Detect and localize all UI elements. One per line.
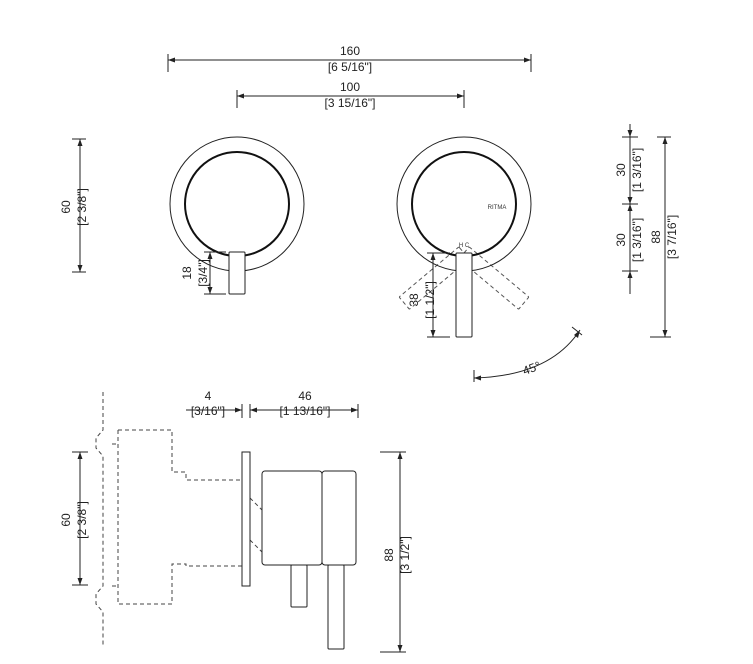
dim-side-height-in: [3 1/2"] — [398, 536, 412, 574]
dim-plate-diameter: 60 [2 3/8"] — [59, 138, 89, 273]
side-long-lever — [327, 564, 345, 650]
dim-overall-height-mm: 88 — [649, 230, 663, 244]
dim-overall-height-in: [3 7/16"] — [665, 215, 679, 259]
dim-rotation-angle-label: 45° — [521, 358, 543, 377]
dim-side-plate-in: [2 3/8"] — [75, 501, 89, 539]
side-handle-body-rear — [261, 470, 323, 566]
dim-plate-diameter-in: [2 3/8"] — [75, 188, 89, 226]
brand-logo: RITMA — [488, 205, 507, 211]
dim-side-height: 88 [3 1/2"] — [380, 451, 412, 653]
left-short-lever — [228, 251, 246, 295]
dim-center-distance-mm: 100 — [340, 80, 360, 94]
dim-long-lever-in: [1 1/2"] — [423, 281, 437, 319]
dim-plate-thickness: 4 [3/16"] — [186, 389, 251, 418]
dim-total-width: 160 [6 5/16"] — [167, 44, 532, 74]
left-valve-front — [169, 136, 305, 295]
dim-right-stack: 30 [1 3/16"] 30 [1 3/16"] 88 [3 7/16"] — [614, 124, 679, 338]
dim-short-lever-in: [3/4"] — [196, 259, 210, 287]
dim-side-plate-mm: 60 — [59, 513, 73, 527]
right-handle-ring — [411, 151, 517, 257]
right-valve-front: RITMA H C — [396, 136, 532, 338]
dim-upper-half-in: [1 3/16"] — [630, 148, 644, 192]
dim-total-width-in: [6 5/16"] — [328, 60, 372, 74]
dim-center-distance: 100 [3 15/16"] — [236, 80, 465, 110]
left-cover-plate — [169, 136, 305, 272]
dim-projection: 46 [1 13/16"] — [250, 389, 359, 418]
dim-projection-in: [1 13/16"] — [280, 404, 331, 418]
dim-lower-half-in: [1 3/16"] — [630, 218, 644, 262]
dim-plate-thickness-mm: 4 — [205, 389, 212, 403]
right-cover-plate — [396, 136, 532, 272]
left-handle-ring — [184, 151, 290, 257]
side-cover-plate — [241, 451, 251, 587]
concealed-valve-body — [95, 392, 263, 645]
dim-lower-half-mm: 30 — [614, 233, 628, 247]
dim-short-lever-mm: 18 — [180, 266, 194, 280]
side-view-parts — [241, 451, 357, 650]
right-long-lever — [455, 252, 473, 338]
dim-side-plate: 60 [2 3/8"] — [59, 451, 89, 586]
dim-side-height-mm: 88 — [382, 548, 396, 562]
dim-center-distance-in: [3 15/16"] — [325, 96, 376, 110]
dim-projection-mm: 46 — [298, 389, 312, 403]
dim-plate-thickness-in: [3/16"] — [191, 404, 225, 418]
dim-long-lever: 38 [1 1/2"] — [407, 252, 450, 338]
dim-total-width-mm: 160 — [340, 44, 360, 58]
dim-rotation-angle: 45° — [473, 326, 583, 382]
dim-plate-diameter-mm: 60 — [59, 200, 73, 214]
dim-long-lever-mm: 38 — [407, 293, 421, 307]
side-short-lever — [290, 564, 308, 608]
side-handle-body-front — [321, 470, 357, 566]
dim-upper-half-mm: 30 — [614, 163, 628, 177]
hot-cold-marking: H C — [459, 243, 470, 249]
dim-short-lever: 18 [3/4"] — [180, 251, 226, 295]
